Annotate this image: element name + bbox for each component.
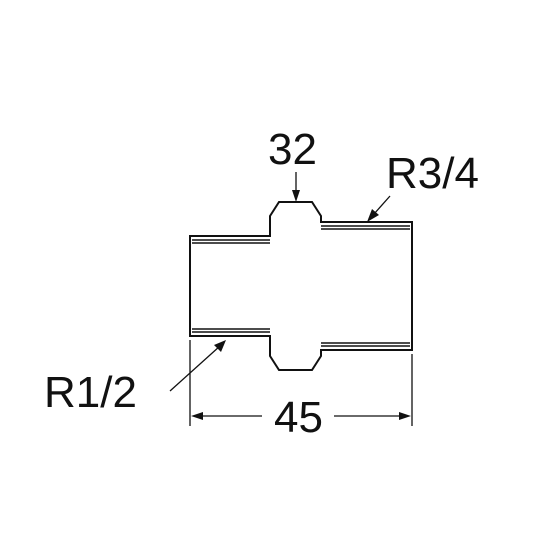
right-thread-arrow bbox=[367, 209, 379, 222]
right-thread bbox=[321, 225, 410, 347]
left-thread-leader bbox=[169, 345, 221, 392]
right-thread-label: R3/4 bbox=[386, 149, 479, 198]
hex-leader-arrow bbox=[292, 190, 300, 202]
length-arrow-left bbox=[191, 412, 203, 420]
length-dimension: 45 bbox=[189, 340, 413, 442]
fitting-outline bbox=[189, 201, 413, 371]
length-label: 45 bbox=[274, 393, 323, 442]
hex-dimension: 32 bbox=[268, 125, 317, 202]
left-thread bbox=[192, 239, 270, 333]
length-arrow-right bbox=[399, 412, 411, 420]
left-thread-dimension: R1/2 bbox=[44, 340, 226, 417]
left-thread-arrow bbox=[214, 340, 226, 352]
hex-width-label: 32 bbox=[268, 125, 317, 174]
left-thread-label: R1/2 bbox=[44, 368, 137, 417]
right-thread-dimension: R3/4 bbox=[367, 149, 479, 222]
right-thread-leader bbox=[373, 195, 391, 215]
